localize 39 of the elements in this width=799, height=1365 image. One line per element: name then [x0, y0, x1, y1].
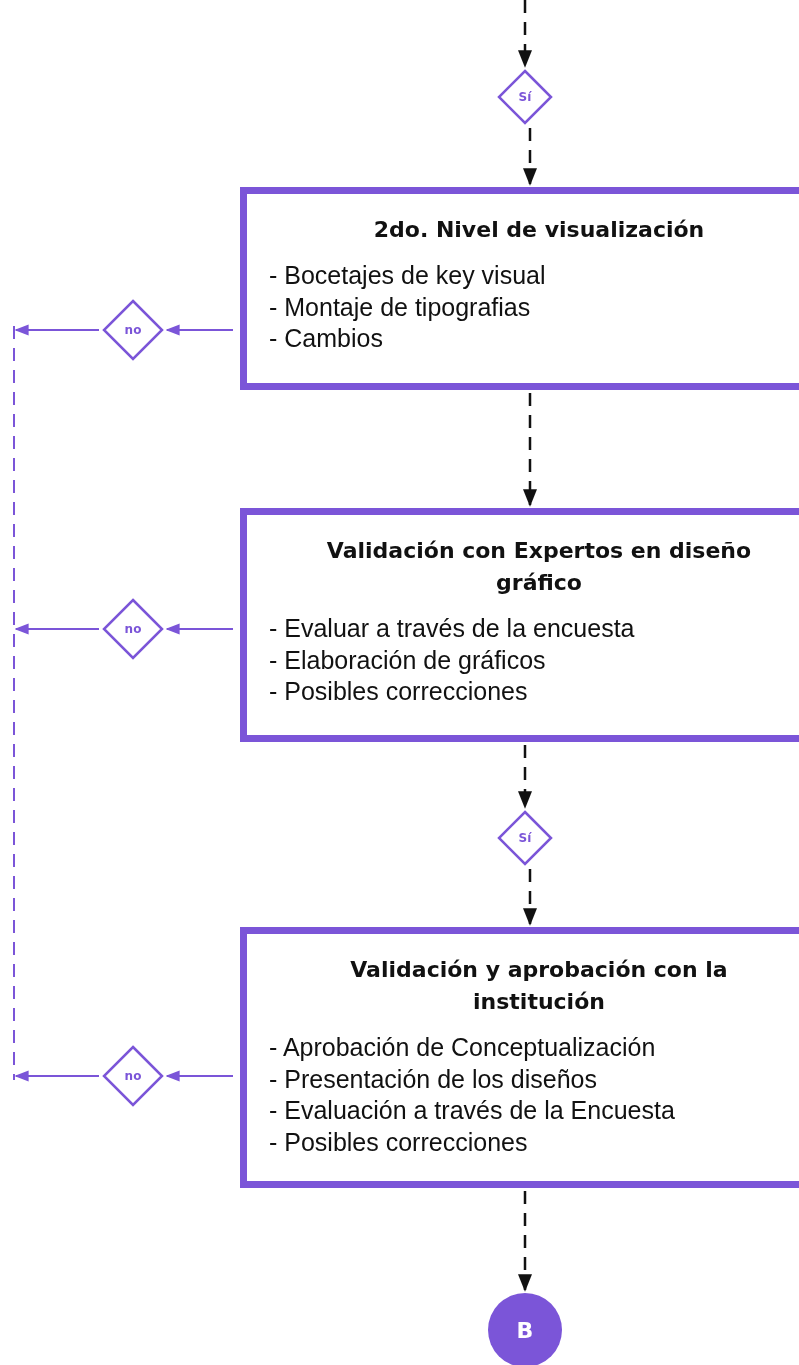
arrow [523, 393, 537, 507]
box-heading: Validación y aprobación con la institución [349, 956, 729, 1016]
decision-diamond [497, 69, 553, 125]
arrow [14, 623, 100, 635]
list-item: - Evaluación a través de la Encuesta [269, 1095, 675, 1126]
decision-label: no [124, 323, 142, 337]
decision-diamond [102, 598, 164, 660]
decision-label: no [124, 622, 142, 636]
arrow [165, 324, 234, 336]
arrow [14, 324, 100, 336]
list-item: - Montaje de tipografias [269, 291, 531, 323]
process-box [240, 187, 799, 390]
list-item: - Elaboración de gráficos [269, 644, 546, 676]
connector-label: B [516, 1317, 534, 1343]
list-item: - Bocetajes de key visual [269, 260, 546, 291]
process-box [240, 508, 799, 742]
arrow [523, 128, 537, 186]
decision-diamond [102, 1045, 164, 1107]
decision-label: no [124, 1069, 142, 1083]
arrow [518, 0, 532, 68]
process-box [240, 927, 799, 1188]
arrow [165, 623, 234, 635]
list-item: - Aprobación de Conceptualización [269, 1032, 656, 1063]
arrow [518, 1191, 532, 1292]
list-item: - Cambios [269, 323, 383, 354]
decision-label: Sí [518, 90, 532, 104]
arrow [523, 869, 537, 926]
decision-diamond [497, 810, 553, 866]
list-item: - Posibles correcciones [269, 676, 528, 707]
list-item: - Presentación de los diseños [269, 1063, 597, 1095]
box-heading: 2do. Nivel de visualización [372, 216, 706, 244]
arrow [518, 745, 532, 809]
decision-label: Sí [518, 831, 532, 845]
decision-diamond [102, 299, 164, 361]
list-item: - Posibles correcciones [269, 1126, 528, 1158]
arrow [165, 1070, 234, 1082]
list-item: - Evaluar a través de la encuesta [269, 613, 635, 644]
arrow [14, 1070, 100, 1082]
box-heading: Validación con Expertos en diseño gráfico [325, 537, 753, 597]
